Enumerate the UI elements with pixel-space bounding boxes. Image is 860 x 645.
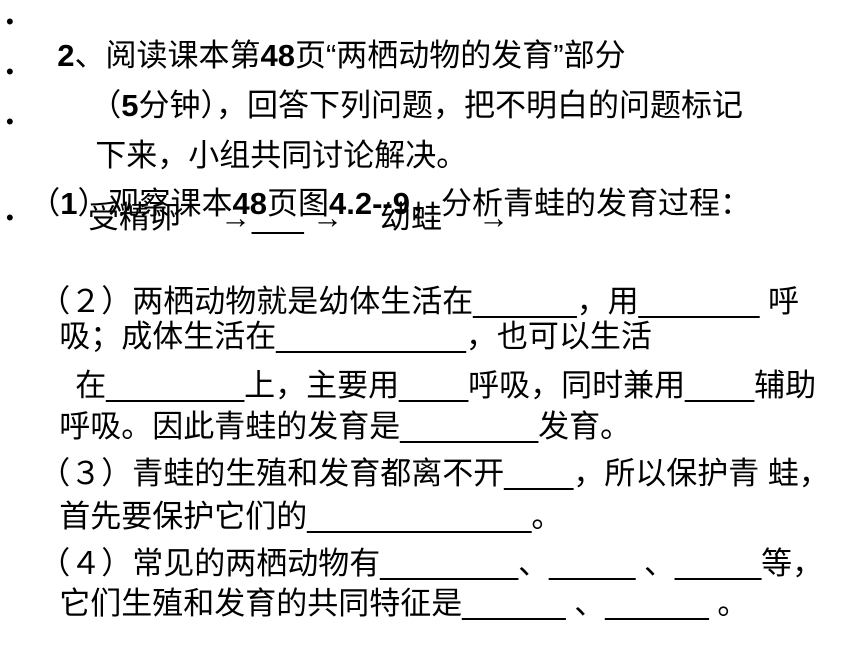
- page-number: 48: [232, 186, 267, 221]
- bullet: •: [6, 59, 14, 84]
- line-8-question-2-cont: 在________上，主要用____呼吸，同时兼用____辅助: [58, 335, 816, 403]
- line-3-group-discussion: 下来，小组共同讨论解决。: [78, 105, 467, 173]
- arrow-icon: →: [312, 200, 343, 235]
- line-7-question-2-cont: 吸；成体生活在___________，也可以生活: [42, 286, 652, 354]
- line-text: 吸；成体生活在___________，也可以生活: [59, 319, 652, 354]
- line-text: ，分析青蛙的发育过程：: [409, 186, 751, 221]
- line-5-development-sequence: 受精卵 → ___ → 幼蛙 →: [0, 201, 560, 235]
- figure-number: 4.2--9: [328, 186, 410, 221]
- page-number: 48: [260, 38, 295, 73]
- line-1-reading-task: 2、阅读课本第48页“两栖动物的发育”部分: [40, 5, 625, 73]
- arrow-icon: →: [478, 200, 509, 235]
- line-text: 在________上，主要用____呼吸，同时兼用____辅助: [75, 368, 817, 403]
- stage-fertilized-egg: 受精卵: [88, 200, 181, 235]
- line-2-time-instruction: （5分钟），回答下列问题，把不明白的问题标记: [73, 55, 743, 123]
- line-text: （４）常见的两栖动物有________、_____ 、_____等，: [39, 546, 824, 581]
- line-text: （: [90, 88, 122, 123]
- answer-blank: ___: [252, 200, 304, 235]
- line-text: （３）青蛙的生殖和发育都离不开____，所以保护青 蛙，: [39, 456, 830, 491]
- line-10-question-3: （３）青蛙的生殖和发育都离不开____，所以保护青 蛙，: [22, 423, 830, 491]
- line-text: （: [29, 186, 61, 221]
- question-number: 1: [60, 186, 78, 221]
- bullet: •: [6, 205, 14, 230]
- line-11-question-3-cont: 首先要保护它们的_____________。: [42, 466, 562, 534]
- line-text: 首先要保护它们的_____________。: [59, 499, 563, 534]
- line-text: 页“两栖动物的发育”部分: [294, 38, 626, 73]
- arrow-icon: →: [220, 200, 251, 235]
- line-12-question-4: （４）常见的两栖动物有________、_____ 、_____等，: [22, 513, 823, 581]
- stage-froglet: 幼蛙: [380, 200, 442, 235]
- bullet: •: [6, 9, 14, 34]
- bullet: •: [6, 109, 14, 134]
- line-6-question-2: （２）两栖动物就是幼体生活在______，用_______ 呼: [22, 251, 799, 319]
- line-13-question-4-cont: 它们生殖和发育的共同特征是______ 、______ 。: [42, 553, 748, 621]
- line-9-question-2-cont: 呼吸。因此青蛙的发育是________发育。: [42, 376, 631, 444]
- line-text: ）观察课本: [77, 186, 233, 221]
- line-text: 、阅读课本第: [74, 38, 261, 73]
- line-text: 分钟），回答下列问题，把不明白的问题标记: [138, 88, 743, 123]
- line-text: （２）两栖动物就是幼体生活在______，用_______ 呼: [39, 284, 799, 319]
- line-4-question-1: （1）观察课本48页图4.2--9，分析青蛙的发育过程：: [12, 153, 751, 221]
- minutes-number: 5: [121, 88, 139, 123]
- task-number: 2: [57, 38, 75, 73]
- line-text: 呼吸。因此青蛙的发育是________发育。: [59, 409, 632, 444]
- line-text: 下来，小组共同讨论解决。: [95, 138, 468, 173]
- line-text: 它们生殖和发育的共同特征是______ 、______ 。: [59, 586, 749, 621]
- line-text: 页图: [266, 186, 329, 221]
